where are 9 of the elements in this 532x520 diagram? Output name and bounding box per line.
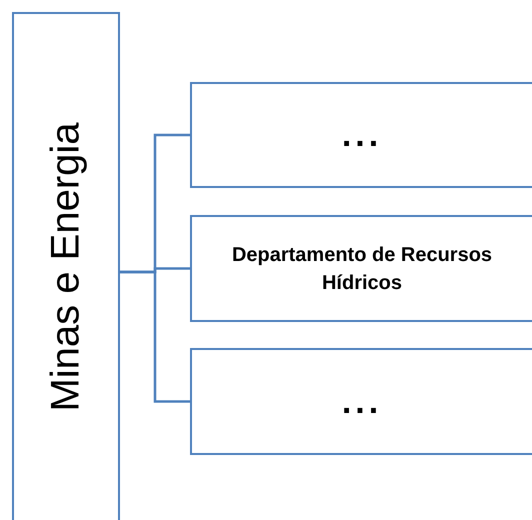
unit-box [190, 82, 532, 188]
box-label: Departamento de Recursos Hídricos [230, 242, 494, 296]
unit-box [190, 348, 532, 455]
ellipsis-text: ... [340, 118, 384, 152]
ellipsis-text: ... [340, 384, 384, 418]
department-box [12, 12, 120, 520]
connector-line [120, 270, 190, 403]
box-title: Minas e Energia [44, 122, 88, 412]
unit-box [190, 215, 532, 322]
